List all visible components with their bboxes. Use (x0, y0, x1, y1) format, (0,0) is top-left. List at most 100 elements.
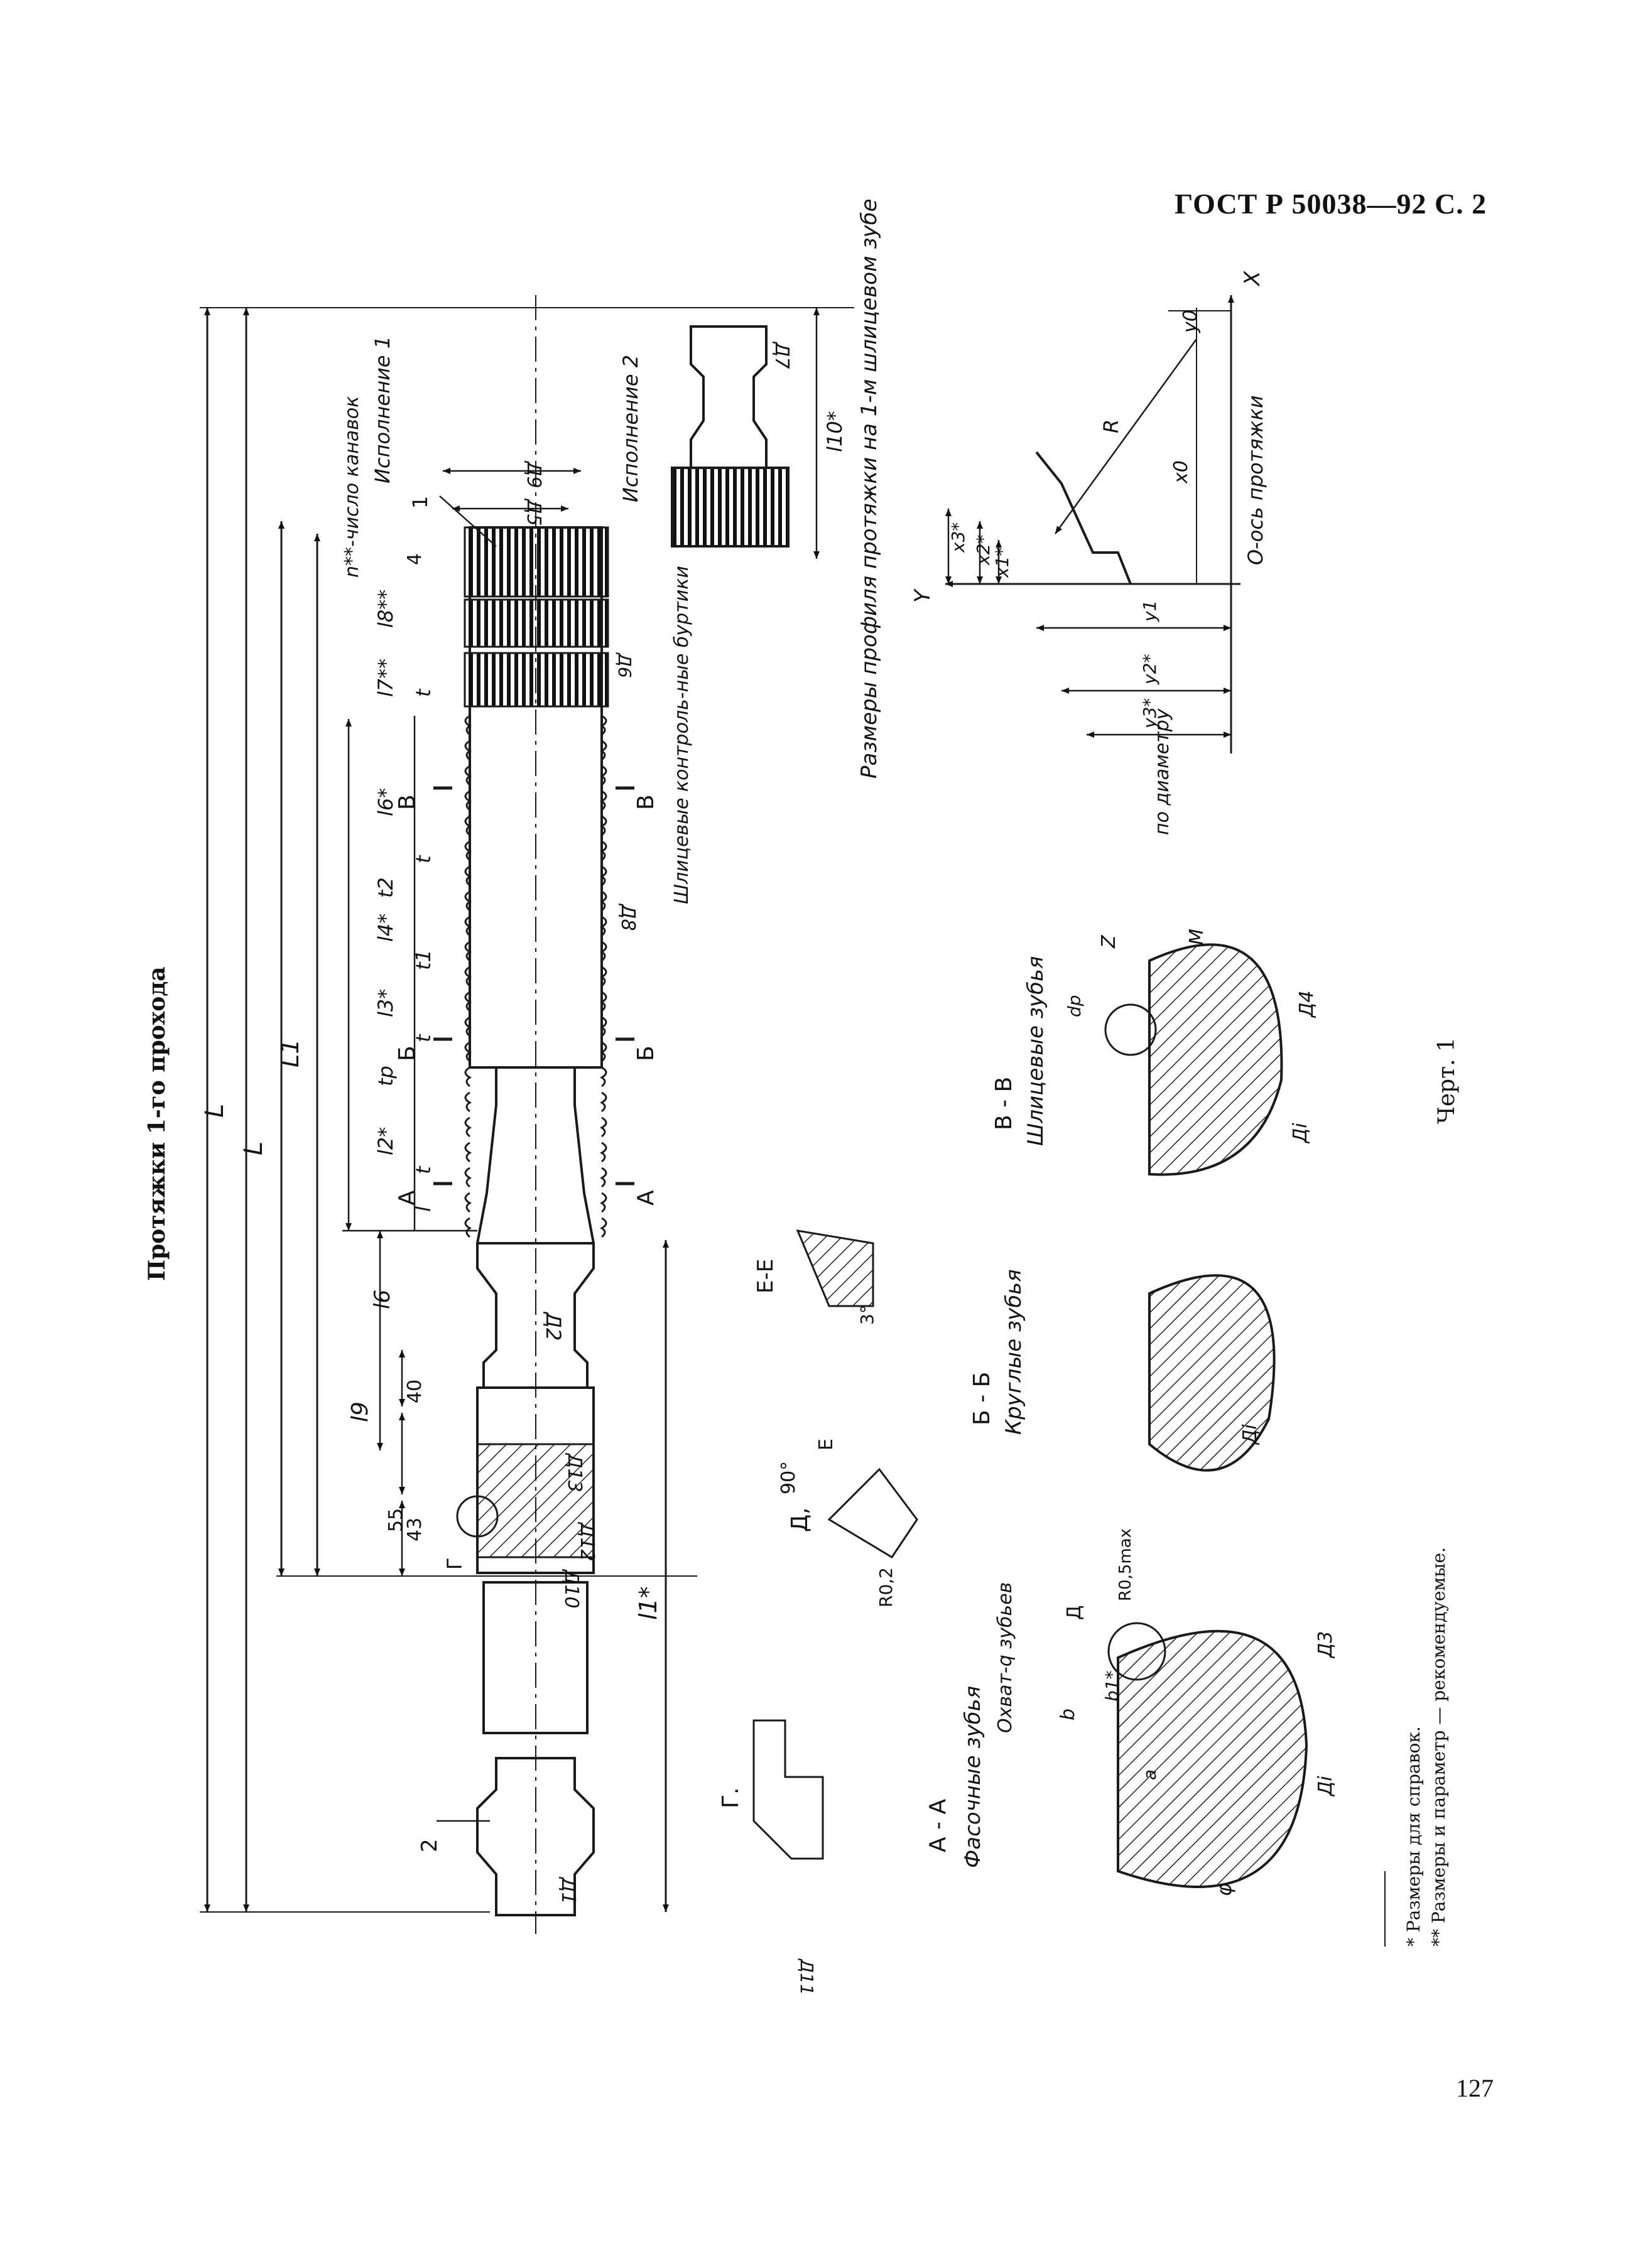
tooth-bump (464, 1066, 472, 1088)
profile-x0: x0 (1170, 460, 1192, 484)
dim-l8: l8** (374, 590, 398, 628)
tooth-bump (464, 1167, 472, 1188)
tooth-bump (600, 840, 607, 861)
tooth-bump (464, 1192, 472, 1213)
detail-G-shape (752, 1719, 824, 1860)
tooth-bump (600, 790, 607, 811)
section-VV-M: M (1186, 929, 1208, 945)
label-grooves: n**-число канавок (341, 396, 363, 578)
profile-x1: x1* (992, 548, 1012, 578)
tooth-bump (464, 915, 472, 937)
section-AA-D3: Д3 (1315, 1631, 1337, 1659)
tooth-bump (600, 1167, 607, 1188)
dim-D12: Д12 (576, 1521, 598, 1562)
dim-D11: Д11 (796, 1958, 817, 1995)
dim-D7: Д7 (771, 341, 793, 369)
callout-1-leader (439, 495, 497, 547)
detail-G-circle (456, 1495, 499, 1538)
tooth-bump (464, 890, 472, 912)
tooth-bump (600, 815, 607, 836)
section-VV-Z: Z (1098, 934, 1120, 949)
profile-R: R (1099, 419, 1123, 433)
dim-t-2: t (411, 1034, 435, 1042)
cut-mark-V-top: В (394, 794, 420, 810)
tooth-bump (600, 1192, 607, 1213)
drawing-caption: Черт. 1 (1434, 1037, 1460, 1124)
tooth-bump (464, 1091, 472, 1113)
profile-X: X (1240, 271, 1265, 287)
section-BB-Di: Дi (1239, 1424, 1261, 1445)
tooth-bump (600, 740, 607, 761)
profile-title: Размеры профиля протяжки на 1-м шлицевом… (857, 198, 882, 779)
cut-mark-B-top: Б (394, 1045, 420, 1061)
tooth-bump (600, 1091, 607, 1113)
tooth-bump (600, 1016, 607, 1037)
tooth-bump (464, 1217, 472, 1238)
tooth-bump (600, 865, 607, 887)
tooth-bump (464, 865, 472, 887)
dim-l6: l6 (370, 1290, 395, 1309)
dim-l2: l2* (374, 1127, 398, 1155)
pitch-dimension-chain (342, 716, 477, 1576)
section-BB-sub: Круглые зубья (1001, 1269, 1026, 1435)
callout-2: 2 (417, 1839, 442, 1852)
footnote-2: ** Размеры и параметр — рекомендуемые. (1428, 1547, 1449, 1947)
marker-G: Г (443, 1557, 467, 1570)
profile-y3: y3* (1139, 698, 1160, 729)
dim-t-1: t (411, 1165, 435, 1174)
tooth-bump (464, 1142, 472, 1163)
tooth-bump (464, 765, 472, 786)
footnote-1: * Размеры для справок. (1403, 1726, 1424, 1947)
section-AA-disc (1117, 1629, 1308, 1888)
dim-t-4: t (411, 688, 435, 697)
cut-mark-A-bottom: А (633, 1190, 659, 1206)
dim-55: 55 (385, 1508, 407, 1532)
section-EE-shape (796, 1229, 874, 1307)
tooth-bump (464, 1116, 472, 1138)
overall-dimensions (200, 307, 854, 1913)
tooth-bump (600, 966, 607, 987)
section-AA-sub: Фасочные зубья (960, 1686, 985, 1868)
section-AA-detail-circle (1107, 1622, 1166, 1681)
section-AA-Di: Дi (1315, 1776, 1337, 1797)
section-EE-title: Е-Е (753, 1259, 778, 1293)
dim-4: 4 (404, 553, 426, 565)
tooth-bump (600, 890, 607, 912)
section-AA-R05: R0,5max (1116, 1528, 1135, 1601)
tooth-bumps (464, 715, 607, 1238)
detail-D-R02: R0,2 (876, 1567, 896, 1607)
tooth-bump (464, 790, 472, 811)
tooth-bump (464, 1041, 472, 1062)
tooth-bump (600, 1066, 607, 1088)
detail-D-title: Д, (787, 1507, 813, 1532)
profile-x2: x2* (973, 535, 994, 566)
marker-D: Д (1063, 1606, 1085, 1620)
dim-l10: l10* (823, 411, 847, 452)
dim-43: 43 (404, 1518, 426, 1542)
tooth-bump (464, 1016, 472, 1037)
section-AA-title: А - А (925, 1798, 951, 1852)
dim-l: l (411, 1206, 435, 1212)
profile-y0: y0 (1180, 310, 1202, 333)
tooth-bump (464, 740, 472, 761)
dim-l3: l3* (374, 989, 398, 1017)
detail-D-E: E (815, 1439, 837, 1450)
profile-x3: x3* (948, 522, 969, 553)
section-VV-disc (1148, 943, 1283, 1176)
tooth-bump (600, 715, 607, 736)
dim-D5: Д5 (523, 498, 545, 526)
profile-diagram (945, 295, 1240, 753)
cut-mark-V-bottom: В (633, 794, 659, 810)
tooth-bump (464, 966, 472, 987)
section-BB-title: Б - Б (969, 1372, 995, 1425)
tooth-bump (600, 1041, 607, 1062)
dim-D8: Д8 (617, 903, 639, 931)
detail-D-angle: 90° (778, 1461, 800, 1494)
tooth-bump (464, 840, 472, 861)
label-spline-bands: Шлицевые контроль-ные буртики (671, 566, 693, 904)
dim-D2: Д2 (541, 1311, 565, 1341)
dim-D10: Д10 (560, 1569, 582, 1609)
dim-t-3: t (411, 855, 435, 863)
profile-y1: y1 (1139, 600, 1160, 622)
